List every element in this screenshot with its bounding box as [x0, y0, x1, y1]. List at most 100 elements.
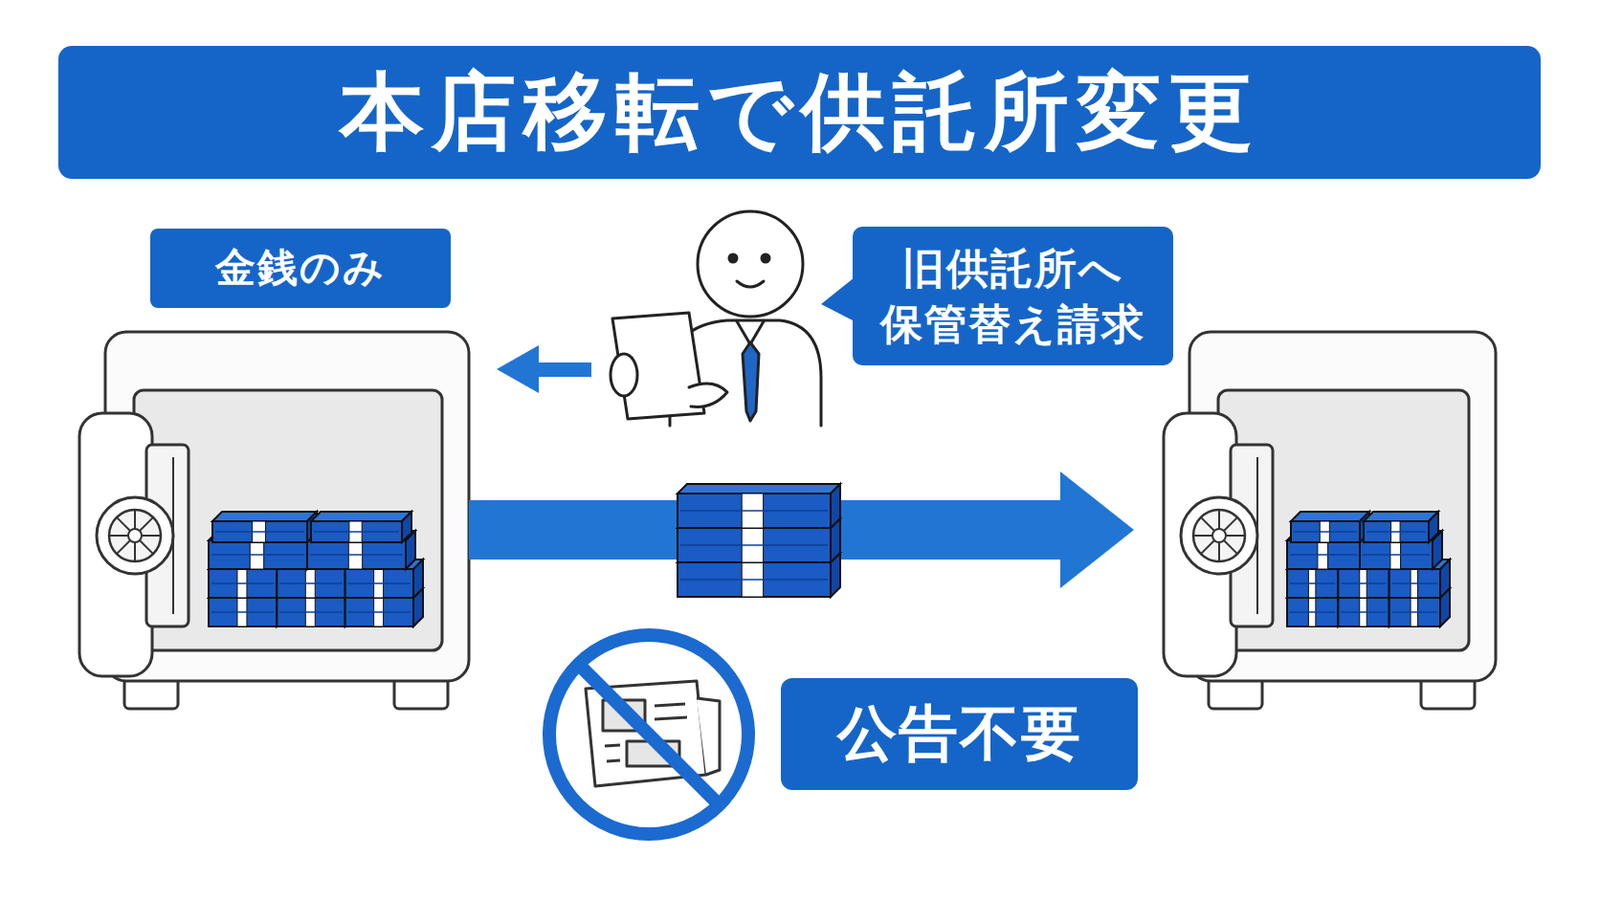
bill-side	[1428, 511, 1439, 543]
title-band: 本店移転で供託所変更	[58, 45, 1541, 179]
bill-top	[1290, 511, 1370, 522]
bill-top	[1363, 511, 1439, 522]
bill-bundle	[311, 521, 402, 543]
hand	[688, 383, 728, 407]
title-text: 本店移転で供託所変更	[339, 66, 1261, 159]
prohibit-slash	[578, 665, 719, 805]
bill-bundle	[1337, 598, 1389, 627]
request-arrow	[496, 345, 592, 394]
person-figure	[610, 211, 822, 426]
newspaper-line	[604, 745, 621, 747]
bill-edge	[211, 611, 274, 614]
bill-edge	[680, 510, 828, 512]
bill-bundle	[1389, 569, 1441, 599]
bill-bundle	[212, 521, 308, 543]
person-head	[697, 211, 803, 317]
bill-edge	[1392, 582, 1438, 585]
dial-hub	[1212, 529, 1226, 543]
bill-bundle	[1287, 569, 1338, 599]
arrow-head	[496, 345, 539, 394]
bill-top	[212, 511, 317, 522]
bill-bundle	[345, 598, 414, 627]
money-stack	[208, 511, 423, 627]
newspaper-fold	[696, 698, 720, 776]
safe-interior	[1218, 390, 1469, 651]
bill-bundle	[208, 598, 277, 627]
bill-edge	[279, 611, 342, 614]
bill-edge	[279, 582, 342, 585]
bill-edge	[680, 544, 828, 547]
collar	[736, 321, 764, 345]
bill-edge	[310, 554, 403, 556]
eye	[761, 254, 770, 263]
necktie	[742, 342, 759, 422]
bill-side	[413, 559, 423, 599]
money-stack	[1287, 511, 1450, 627]
bill-bundle	[677, 493, 831, 529]
hand	[610, 354, 638, 397]
dial-ring	[109, 510, 161, 562]
label-box: 金銭のみ	[150, 228, 451, 309]
speech-bubble: 旧供託所へ 保管替え請求	[852, 226, 1174, 366]
node-text: 旧供託所へ 保管替え請求	[866, 241, 1160, 351]
bill-edge	[211, 582, 274, 585]
bill-bundle	[1359, 540, 1433, 570]
bill-bundle	[1287, 540, 1360, 570]
bill-side	[1440, 559, 1450, 599]
bill-bundle	[1389, 598, 1441, 627]
bubble-tail	[821, 277, 855, 322]
bill-bundle	[276, 598, 345, 627]
bill-top	[311, 511, 412, 522]
bill-edge	[215, 531, 305, 534]
bill-edge	[1340, 611, 1386, 614]
bill-bundle	[307, 540, 406, 570]
bill-bundle	[677, 562, 831, 598]
bill-bundle	[1290, 521, 1360, 543]
bill-edge	[1340, 582, 1386, 585]
bill-edge	[211, 554, 305, 556]
newspaper-line	[606, 760, 621, 762]
no-announcement-symbol	[549, 635, 749, 835]
bill-edge	[348, 611, 411, 614]
bill-edge	[1366, 531, 1426, 534]
bill-bundle	[208, 540, 308, 570]
note-box: 公告不要	[780, 678, 1138, 791]
safe-dial	[96, 497, 174, 575]
bill-edge	[1289, 611, 1335, 614]
safe	[79, 332, 469, 710]
bill-side	[830, 484, 841, 529]
bill-bundle	[208, 569, 277, 599]
bill-edge	[1289, 554, 1357, 556]
newspaper-line	[654, 717, 688, 720]
safe	[1163, 332, 1496, 710]
bill-edge	[1362, 554, 1430, 556]
bill-edge	[313, 531, 400, 534]
dial-ring	[1193, 510, 1245, 562]
money-stack	[677, 484, 841, 598]
newspaper-line	[654, 704, 686, 707]
bill-bundle	[1363, 521, 1429, 543]
bill-edge	[680, 578, 828, 581]
bill-edge	[1289, 582, 1335, 585]
bill-edge	[1392, 611, 1438, 614]
arrow-head	[1060, 471, 1134, 589]
dial-hub	[128, 529, 142, 543]
prohibit-circle	[549, 635, 749, 835]
safe-dial	[1180, 497, 1258, 575]
node-text: 公告不要	[837, 695, 1083, 774]
bill-bundle	[677, 528, 831, 563]
bill-bundle	[276, 569, 345, 599]
bill-bundle	[1287, 598, 1338, 627]
bill-top	[677, 484, 841, 494]
safe-interior	[133, 390, 443, 651]
eye	[729, 254, 737, 263]
smile	[736, 281, 764, 288]
bill-edge	[348, 582, 411, 585]
bill-side	[401, 511, 412, 543]
bill-edge	[1293, 531, 1357, 534]
bill-bundle	[345, 569, 414, 599]
bill-bundle	[1337, 569, 1389, 599]
arrow-shaft	[532, 362, 592, 378]
node-text: 金銭のみ	[215, 242, 386, 295]
